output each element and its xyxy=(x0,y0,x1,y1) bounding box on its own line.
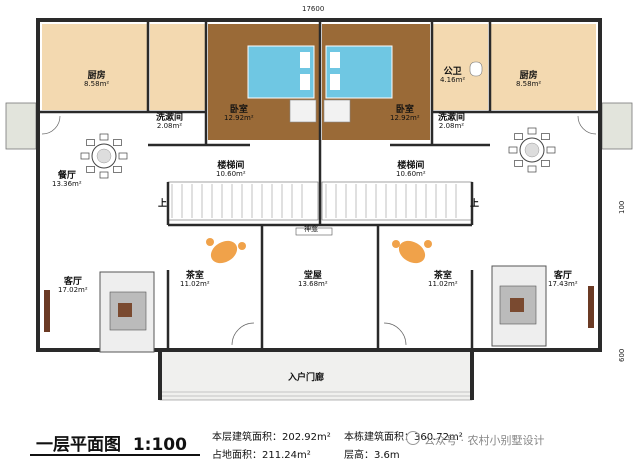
tea-set-left xyxy=(206,238,246,264)
pillow-right xyxy=(330,52,340,68)
sofa-set-left xyxy=(99,271,155,353)
dining-table-right xyxy=(519,137,545,163)
tv-cabinet-right xyxy=(588,286,594,328)
dining-chair xyxy=(514,160,523,167)
wechat-icon xyxy=(406,431,420,445)
terrace-right xyxy=(601,102,633,150)
wash-left-top-floor xyxy=(150,24,206,110)
shrine-table xyxy=(295,227,333,236)
kitchen-right-floor xyxy=(490,24,596,110)
dining-chair xyxy=(99,171,109,179)
dining-chair xyxy=(527,165,537,173)
terrace-left xyxy=(5,102,37,150)
dining-chair xyxy=(527,127,537,135)
drawing-scale: 1:100 xyxy=(132,435,187,455)
dining-chair xyxy=(508,146,518,154)
dim-right-1: 100 xyxy=(618,200,626,214)
stat-land-area: 占地面积：211.24m² xyxy=(212,450,311,461)
dining-chair xyxy=(113,139,122,146)
entrance-porch xyxy=(159,349,473,401)
dining-chair xyxy=(541,133,550,140)
title-underline xyxy=(30,454,200,456)
dim-top: 17600 xyxy=(302,5,325,13)
stair-up-mark-left: 上 xyxy=(158,199,168,209)
dining-chair xyxy=(514,133,523,140)
tea-set-right xyxy=(392,240,432,264)
stat-total-area: 本栋建筑面积：360.72m² xyxy=(344,432,463,443)
wardrobe-left xyxy=(289,99,317,123)
dining-table-left xyxy=(91,143,117,169)
sofa-set-right xyxy=(491,265,547,347)
drawing-title: 一层平面图 1:100 xyxy=(36,435,187,455)
pillow-left xyxy=(300,52,310,68)
dining-chair xyxy=(86,139,95,146)
door-swings xyxy=(41,115,597,346)
toilet-fixture xyxy=(469,61,483,77)
room-shrine: 神龛 xyxy=(304,225,318,233)
dim-right-2: 600 xyxy=(618,348,626,362)
stat-floor-area: 本层建筑面积：202.92m² xyxy=(212,432,331,443)
kitchen-left-floor xyxy=(42,24,148,110)
dining-chair xyxy=(113,166,122,173)
tv-cabinet-left xyxy=(44,290,50,332)
dining-chair xyxy=(99,133,109,141)
pillow-right-2 xyxy=(330,74,340,90)
wardrobe-right xyxy=(323,99,351,123)
room-entrance: 入户门廊 xyxy=(288,373,325,383)
dining-chair xyxy=(86,166,95,173)
stat-floor-height: 层高：3.6m xyxy=(344,450,400,461)
pillow-left-2 xyxy=(300,74,310,90)
dining-chair xyxy=(541,160,550,167)
dining-chair xyxy=(80,152,90,160)
stair-up-mark-right: 上 xyxy=(470,199,480,209)
stair-right xyxy=(321,181,473,221)
dining-chair xyxy=(546,146,556,154)
watermark-text: 公众号 · 农村小别墅设计 xyxy=(424,434,545,447)
stair-left xyxy=(167,181,319,221)
dining-chair xyxy=(118,152,128,160)
interior-walls xyxy=(38,20,600,350)
